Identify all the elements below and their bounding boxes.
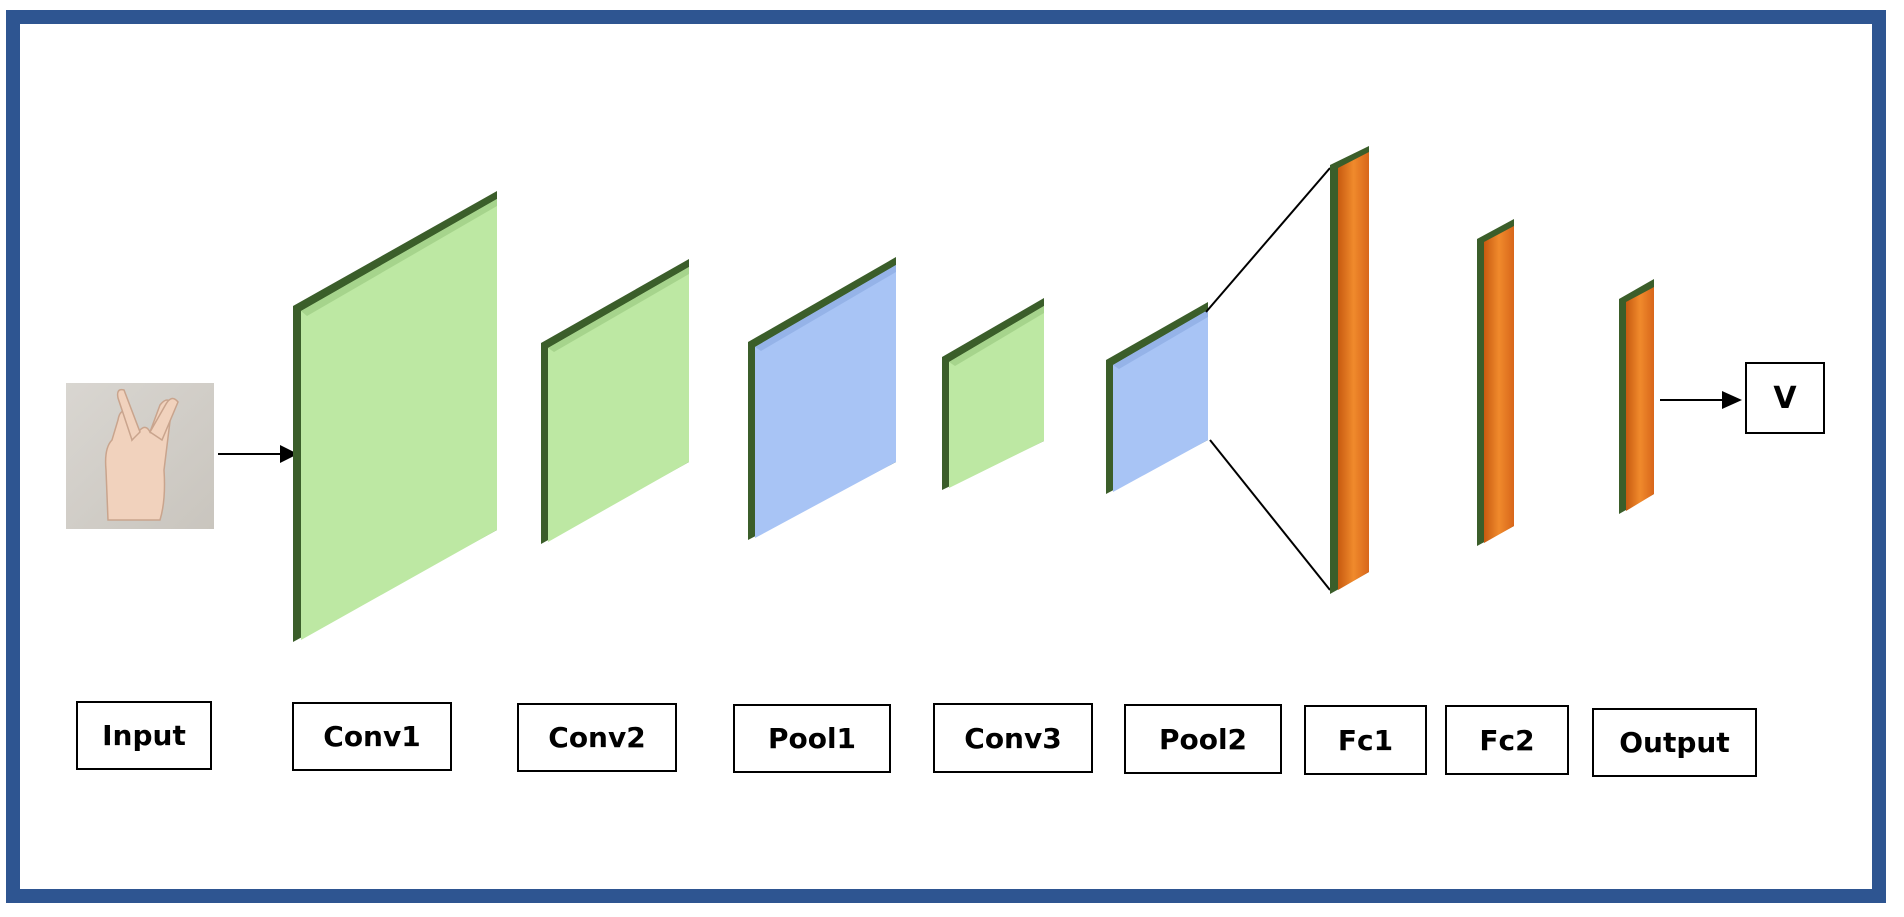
pool1-layer xyxy=(748,257,896,540)
output-layer xyxy=(1619,279,1654,514)
output-arrow xyxy=(1660,391,1742,409)
label-conv1: Conv1 xyxy=(292,702,452,771)
label-conv1-text: Conv1 xyxy=(323,720,421,753)
label-fc2: Fc2 xyxy=(1445,705,1569,775)
pool2-fc1-lower-line xyxy=(1209,439,1331,591)
label-output-text: Output xyxy=(1619,726,1730,759)
label-pool2: Pool2 xyxy=(1124,704,1282,774)
conv2-layer xyxy=(541,259,689,544)
label-pool1-text: Pool1 xyxy=(767,722,857,755)
label-fc2-text: Fc2 xyxy=(1479,723,1535,757)
label-conv2-text: Conv2 xyxy=(548,721,646,754)
label-pool2-text: Pool2 xyxy=(1158,722,1248,756)
label-input: Input xyxy=(76,701,212,770)
label-fc1: Fc1 xyxy=(1304,705,1427,775)
input-arrow xyxy=(218,445,298,463)
label-fc1-text: Fc1 xyxy=(1337,723,1394,757)
hand-middle-finger xyxy=(149,397,179,442)
pool2-layer xyxy=(1106,302,1208,494)
label-pool1: Pool1 xyxy=(733,704,891,773)
label-conv3-text: Conv3 xyxy=(964,721,1062,755)
fc1-layer xyxy=(1330,146,1369,594)
label-conv3: Conv3 xyxy=(933,703,1093,773)
label-input-text: Input xyxy=(102,719,186,752)
label-output: Output xyxy=(1592,708,1757,777)
output-value-box: V xyxy=(1745,362,1825,434)
hand-index-finger xyxy=(116,388,141,442)
output-value: V xyxy=(1773,380,1797,416)
conv3-layer xyxy=(942,298,1044,490)
input-hand-image xyxy=(66,383,214,529)
pool2-fc1-upper-line xyxy=(1205,167,1331,313)
conv1-layer xyxy=(293,191,497,642)
label-conv2: Conv2 xyxy=(517,703,677,772)
fc2-layer xyxy=(1477,219,1514,546)
